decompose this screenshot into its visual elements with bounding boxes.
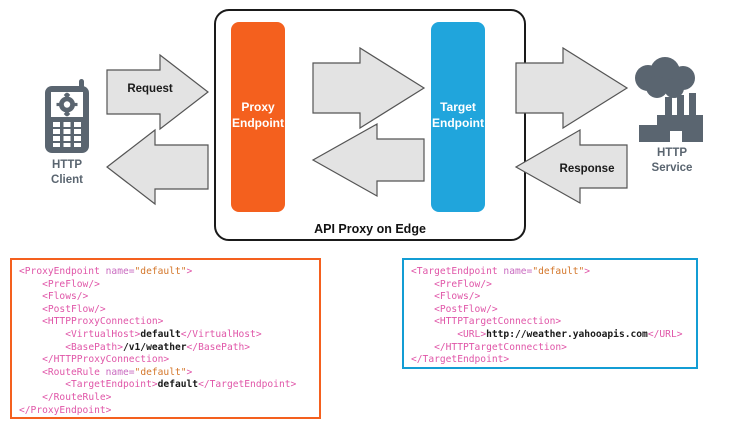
code-line: <PostFlow/>: [434, 303, 498, 315]
proxy-endpoint-label-line1: Proxy: [241, 100, 275, 114]
http-service-label-line1: HTTP: [657, 147, 687, 159]
code-line: </ProxyEndpoint>: [19, 404, 112, 416]
code-line: <HTTPTargetConnection>: [434, 316, 562, 328]
proxy-endpoint-label-line2: Endpoint: [232, 116, 284, 130]
code-line: <VirtualHost>default</VirtualHost>: [65, 328, 262, 340]
target-endpoint-label-line1: Target: [440, 100, 476, 114]
cloud-factory-icon: [635, 57, 703, 142]
code-line: <Flows/>: [42, 291, 89, 303]
code-line: <TargetEndpoint>default</TargetEndpoint>: [65, 379, 297, 391]
code-line: <RouteRule name="default">: [42, 366, 193, 378]
arrow-client-inbound: [106, 128, 209, 206]
http-service-label-line2: Service: [652, 162, 693, 174]
http-client-label-line1: HTTP: [52, 159, 82, 171]
code-line: </HTTPProxyConnection>: [42, 354, 170, 366]
target-endpoint-label-line2: Endpoint: [432, 116, 484, 130]
proxy-endpoint-box: [231, 22, 285, 212]
request-arrow-label: Request: [127, 83, 173, 95]
arrow-target-to-service: [515, 46, 629, 130]
http-client-label-line2: Client: [51, 174, 83, 186]
target-endpoint-code-block: <TargetEndpoint name="default"> <PreFlow…: [402, 258, 698, 369]
code-line: <HTTPProxyConnection>: [42, 316, 164, 328]
api-proxy-on-edge-label: API Proxy on Edge: [314, 222, 426, 236]
code-line: <BasePath>/v1/weather</BasePath>: [65, 341, 251, 353]
code-line: <PostFlow/>: [42, 303, 106, 315]
response-arrow-label: Response: [560, 163, 615, 175]
code-line: </HTTPTargetConnection>: [434, 341, 567, 353]
code-line: </RouteRule>: [42, 391, 112, 403]
code-line: <PreFlow/>: [42, 278, 100, 290]
code-line: <TargetEndpoint name="default">: [411, 266, 591, 277]
mobile-phone-gear-icon: [45, 79, 89, 153]
arrow-target-to-proxy: [311, 122, 425, 198]
code-line: <Flows/>: [434, 291, 481, 303]
arrow-response: [514, 128, 628, 205]
arrow-proxy-to-target: [312, 46, 426, 130]
code-line: <PreFlow/>: [434, 278, 492, 290]
code-line: <URL>http://weather.yahooapis.com</URL>: [457, 328, 683, 340]
code-line: </TargetEndpoint>: [411, 354, 510, 366]
proxy-endpoint-code-block: <ProxyEndpoint name="default"> <PreFlow/…: [10, 258, 321, 419]
target-endpoint-box: [431, 22, 485, 212]
code-line: <ProxyEndpoint name="default">: [19, 266, 193, 277]
api-proxy-diagram: Proxy Endpoint Target Endpoint Request R…: [45, 9, 703, 241]
arrow-request: [106, 53, 209, 131]
